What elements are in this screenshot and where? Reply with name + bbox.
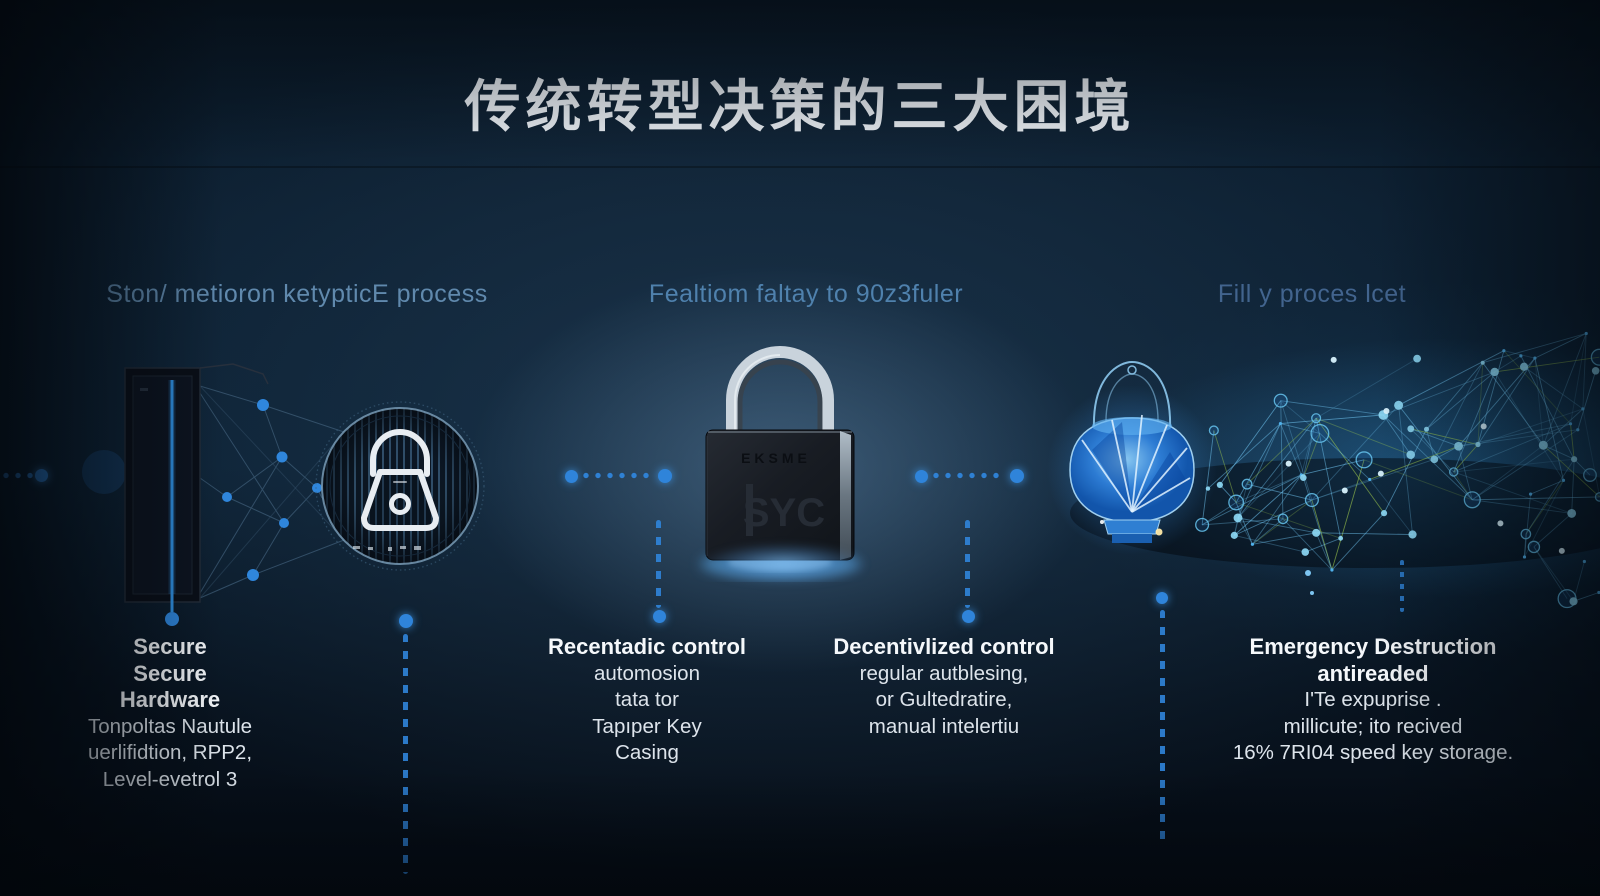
section-header-center: Fealtiom faltay to 90z3fuler — [648, 280, 964, 308]
padlock-shackle-icon — [726, 346, 834, 436]
caption-line: regular autblesing, — [859, 661, 1029, 685]
connector-end-dot — [962, 610, 975, 623]
caption-line: Recentadic control — [547, 634, 747, 659]
caption-line: manual intelertiu — [868, 714, 1020, 738]
connector-end-dot — [1010, 469, 1024, 483]
section-header-right: Fill y proces lcet — [1217, 280, 1407, 308]
padlock-engraving-center: SYC — [743, 491, 825, 535]
connector-end-dot — [653, 610, 666, 623]
connector-end-dot — [915, 470, 928, 483]
caption-line: antireaded — [1317, 660, 1429, 686]
secure-hardware-graphic — [82, 363, 485, 626]
connector-end-dot — [658, 469, 672, 483]
dotted-connector-right-long — [1160, 610, 1165, 845]
padlock-engraving-top: EKSME — [741, 450, 811, 466]
caption-line: Emergency Destruction — [1249, 634, 1497, 659]
dotted-connector-left-center — [580, 472, 654, 479]
dotted-connector-below-emblem — [403, 634, 408, 874]
dotted-connector-vertical-left — [656, 520, 661, 608]
connector-end-dot — [399, 614, 413, 628]
device-side-glow — [82, 450, 126, 494]
data-network-graphic — [1047, 331, 1600, 609]
device-node-dot — [165, 612, 179, 626]
caption-line: Tonpoltas Nautule — [87, 714, 253, 738]
caption-line: or Gultedratire, — [875, 688, 1013, 711]
dotted-connector-center-right — [930, 472, 1002, 479]
caption-line: 16% 7RI04 speed key storage. — [1232, 741, 1514, 764]
caption-line: Hardware — [119, 687, 221, 712]
caption-line: I'Te expuprise . — [1304, 688, 1442, 711]
caption-line: Level-evetrol 3 — [102, 767, 238, 791]
connector-end-dot — [1156, 592, 1168, 604]
caption-left: Secure Secure Hardware Tonpoltas Nautule… — [20, 634, 320, 793]
caption-line: automosion — [594, 661, 700, 685]
caption-line: Tapıper Key — [592, 714, 702, 738]
caption-line: Secure — [133, 634, 207, 659]
caption-center-right: Decentivlized control regular autblesing… — [794, 634, 1094, 740]
caption-line: uerlifidtion, RPP2, — [87, 741, 253, 764]
caption-line: Secure — [133, 660, 207, 686]
caption-line: Decentivlized control — [833, 634, 1055, 659]
caption-right: Emergency Destruction antireaded I'Te ex… — [1203, 634, 1543, 767]
secure-hardware-device — [124, 363, 269, 626]
section-header-left: Ston/ metioron ketypticE process — [106, 280, 488, 308]
caption-line: Casing — [615, 741, 679, 764]
caption-line: tata tor — [615, 688, 679, 711]
connector-end-dot — [35, 469, 48, 482]
padlock-body: EKSME SYC — [705, 429, 855, 561]
page-title: 传统转型决策的三大困境 — [464, 75, 1136, 138]
dotted-connector-right-short — [1400, 560, 1404, 612]
connector-end-dot — [565, 470, 578, 483]
caption-line: millicute; ito recived — [1283, 714, 1463, 738]
lock-emblem-circle — [315, 401, 485, 571]
dotted-connector-vertical-right — [965, 520, 970, 608]
caption-center-left: Recentadic control automosion tata tor T… — [517, 634, 777, 767]
dotted-connector-far-left — [0, 472, 34, 479]
padlock-glow — [700, 543, 868, 585]
background-seam — [0, 166, 1600, 168]
